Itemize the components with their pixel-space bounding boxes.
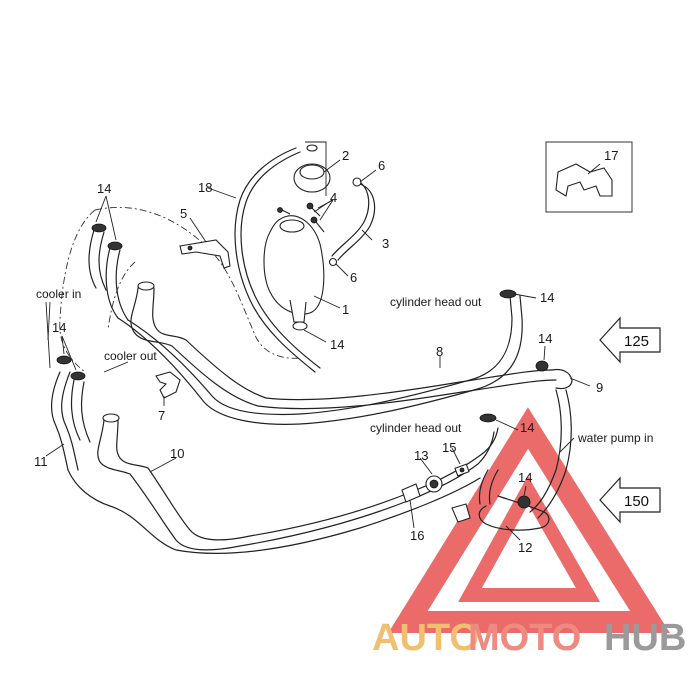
hose-assembly-lower xyxy=(51,355,572,554)
svg-text:150: 150 xyxy=(624,493,649,510)
callout-14g: 14 xyxy=(518,470,532,485)
watermark-logo-triangle xyxy=(388,407,670,633)
callout-8: 8 xyxy=(436,344,443,359)
callout-3: 3 xyxy=(382,236,389,251)
callout-11: 11 xyxy=(34,454,48,469)
text-labels: cooler in cooler out cylinder head out c… xyxy=(36,287,653,445)
callout-numbers: 14 2 18 6 4 5 3 6 1 14 14 8 14 9 14 7 11… xyxy=(34,148,618,555)
ref-arrow-125: 125 xyxy=(599,316,661,364)
callout-14a: 14 xyxy=(97,181,111,196)
callout-10: 10 xyxy=(170,446,184,461)
watermark-brand-text: AUTO MOTO HUB xyxy=(372,617,686,659)
fittings xyxy=(401,463,471,523)
watermark-hub: HUB xyxy=(604,617,686,659)
hose-18 xyxy=(234,147,316,373)
svg-text:125: 125 xyxy=(624,333,649,350)
hose-assembly-upper xyxy=(88,223,573,425)
hose-3-inner xyxy=(337,183,376,261)
watermark-moto: MOTO xyxy=(468,617,581,659)
hose-3 xyxy=(331,179,370,257)
callout-13: 13 xyxy=(414,448,428,463)
label-cylinder-head-out-1: cylinder head out xyxy=(390,295,482,309)
callout-6a: 6 xyxy=(378,158,385,173)
callout-9: 9 xyxy=(596,380,603,395)
callout-5: 5 xyxy=(180,206,187,221)
callout-12: 12 xyxy=(518,540,532,555)
clip-17-box xyxy=(545,141,633,213)
callout-2: 2 xyxy=(342,148,349,163)
tank-cap xyxy=(293,141,331,196)
ref-arrow-150: 150 xyxy=(599,476,661,524)
callout-17: 17 xyxy=(604,148,618,163)
label-cylinder-head-out-2: cylinder head out xyxy=(370,421,462,435)
callout-7: 7 xyxy=(158,408,165,423)
label-water-pump-in: water pump in xyxy=(577,431,653,445)
bracket-5 xyxy=(179,239,231,269)
callout-16: 16 xyxy=(410,528,424,543)
clip-7 xyxy=(155,371,181,399)
callout-14b: 14 xyxy=(330,337,344,352)
hose-18-inner xyxy=(240,151,321,369)
expansion-tank xyxy=(263,215,325,331)
frame-outline-dashed xyxy=(59,206,301,373)
callout-4: 4 xyxy=(330,190,337,205)
callout-18: 18 xyxy=(198,180,212,195)
screws xyxy=(277,202,325,233)
callout-14e: 14 xyxy=(52,320,66,335)
hose-clip-6b xyxy=(328,257,338,267)
hose-clip-6a xyxy=(352,177,362,187)
leader-lines xyxy=(45,159,601,541)
callout-14f: 14 xyxy=(520,420,534,435)
callout-14d: 14 xyxy=(538,331,552,346)
label-cooler-in: cooler in xyxy=(36,287,81,301)
label-cooler-out: cooler out xyxy=(104,349,157,363)
callout-15: 15 xyxy=(442,440,456,455)
callout-1: 1 xyxy=(342,302,349,317)
callout-6b: 6 xyxy=(350,270,357,285)
watermark-auto: AUTO xyxy=(372,617,479,659)
callout-14c: 14 xyxy=(540,290,554,305)
